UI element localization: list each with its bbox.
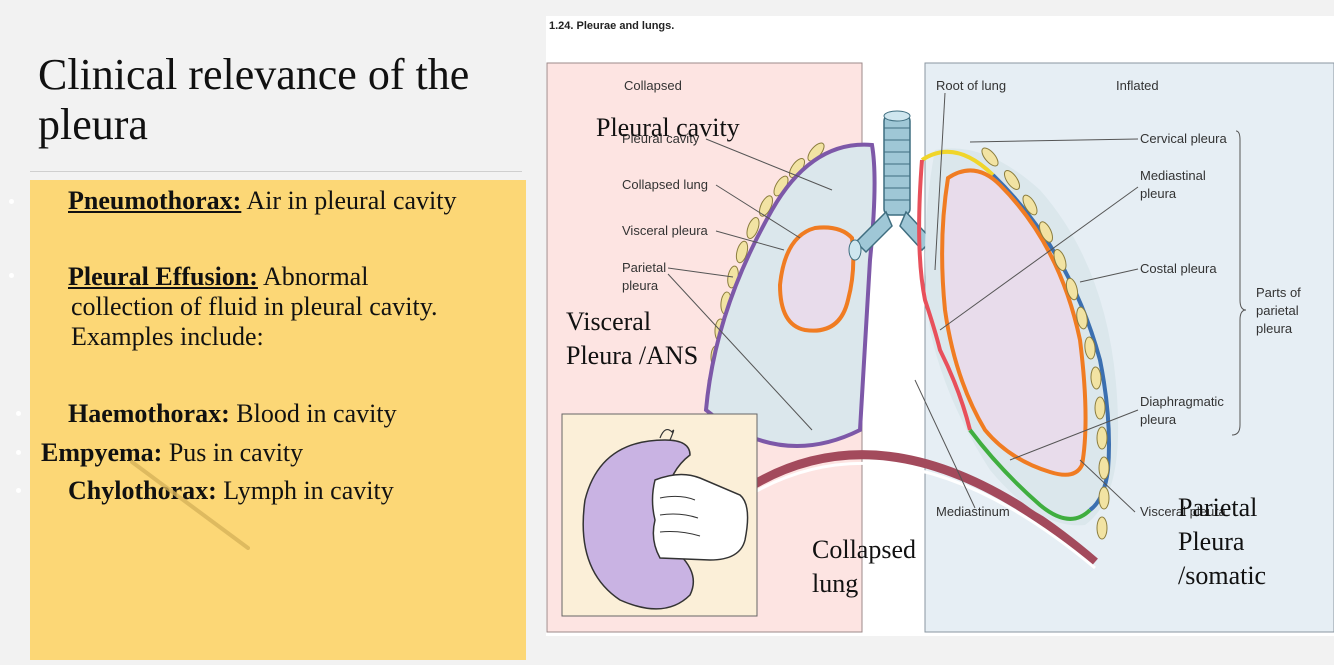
overlay-parietal-1: Parietal: [1178, 493, 1257, 522]
bullet-dot: [9, 199, 14, 204]
title-divider: [30, 171, 522, 172]
desc-effusion-1: Abnormal: [257, 262, 369, 291]
hand: [651, 473, 749, 561]
desc-effusion-3: Examples include:: [71, 322, 264, 351]
bullet-dot: [16, 488, 21, 493]
overlay-parietal-2: Pleura: [1178, 527, 1245, 556]
diaphragm: [745, 450, 1098, 566]
cervical-pleura-line: [920, 149, 995, 177]
bullet-haemothorax: Haemothorax: Blood in cavity: [68, 399, 397, 429]
overlay-visceral-2: Pleura /ANS: [566, 341, 698, 370]
bullet-chylothorax: Chylothorax: Lymph in cavity: [68, 476, 394, 506]
label-pleural-cavity: Pleural cavity: [622, 131, 700, 146]
desc-pneumothorax: Air in pleural cavity: [241, 186, 457, 215]
mediastinal-pleura-line: [917, 159, 972, 431]
desc-chylothorax: Lymph in cavity: [216, 476, 394, 505]
desc-effusion-2: collection of fluid in pleural cavity.: [71, 292, 438, 321]
label-cervical-pleura: Cervical pleura: [1140, 131, 1227, 146]
desc-haemothorax: Blood in cavity: [229, 399, 397, 428]
bullet-empyema: Empyema: Pus in cavity: [41, 438, 303, 468]
term-pneumothorax: Pneumothorax:: [68, 186, 242, 215]
label-inflated: Inflated: [1116, 78, 1159, 93]
notes-panel: [30, 180, 526, 660]
term-pleural-effusion: Pleural Effusion:: [68, 262, 258, 291]
term-empyema: Empyema:: [41, 438, 163, 467]
leader-lines: [667, 92, 1247, 513]
overlay-collapsed-lung-2: lung: [812, 569, 858, 598]
label-visceral-pleura-right: Visceral pleura: [1140, 504, 1227, 519]
label-diaphragmatic-2: pleura: [1140, 412, 1177, 427]
term-chylothorax: Chylothorax:: [68, 476, 217, 505]
label-collapsed: Collapsed: [624, 78, 682, 93]
label-mediastinum: Mediastinum: [936, 504, 1010, 519]
label-parts-2: parietal: [1256, 303, 1299, 318]
label-collapsed-lung: Collapsed lung: [622, 177, 708, 192]
trachea: [848, 110, 934, 261]
overlay-pleural-cavity: Pleural cavity: [596, 113, 740, 142]
slide-title: Clinical relevance of the pleura: [38, 50, 470, 149]
label-visceral-pleura: Visceral pleura: [622, 223, 709, 238]
overlay-collapsed-lung-1: Collapsed: [812, 535, 916, 564]
term-haemothorax: Haemothorax:: [68, 399, 230, 428]
bullet-dot: [9, 273, 14, 278]
bullet-pneumothorax: Pneumothorax: Air in pleural cavity: [68, 186, 457, 216]
label-root-of-lung: Root of lung: [936, 78, 1006, 93]
label-parts-3: pleura: [1256, 321, 1293, 336]
collapsed-lung: [777, 225, 856, 333]
figure-caption: 1.24. Pleurae and lungs.: [549, 20, 675, 32]
label-diaphragmatic-1: Diaphragmatic: [1140, 394, 1224, 409]
ribs-right: [981, 147, 1110, 540]
label-costal-pleura: Costal pleura: [1140, 261, 1217, 276]
label-parietal-1: Parietal: [622, 260, 666, 275]
label-mediastinal-1: Mediastinal: [1140, 168, 1206, 183]
bullet-pleural-effusion: Pleural Effusion: Abnormal: [68, 262, 368, 292]
bullet-dot: [16, 450, 21, 455]
label-parts-1: Parts of: [1256, 285, 1301, 300]
overlay-visceral-1: Visceral: [566, 307, 651, 336]
overlay-parietal-3: /somatic: [1178, 561, 1266, 590]
desc-empyema: Pus in cavity: [162, 438, 304, 467]
diaphragmatic-pleura-line: [968, 428, 1092, 521]
label-parietal-2: pleura: [622, 278, 659, 293]
inflated-lung: [940, 168, 1088, 477]
bullet-dot: [16, 411, 21, 416]
label-mediastinal-2: pleura: [1140, 186, 1177, 201]
